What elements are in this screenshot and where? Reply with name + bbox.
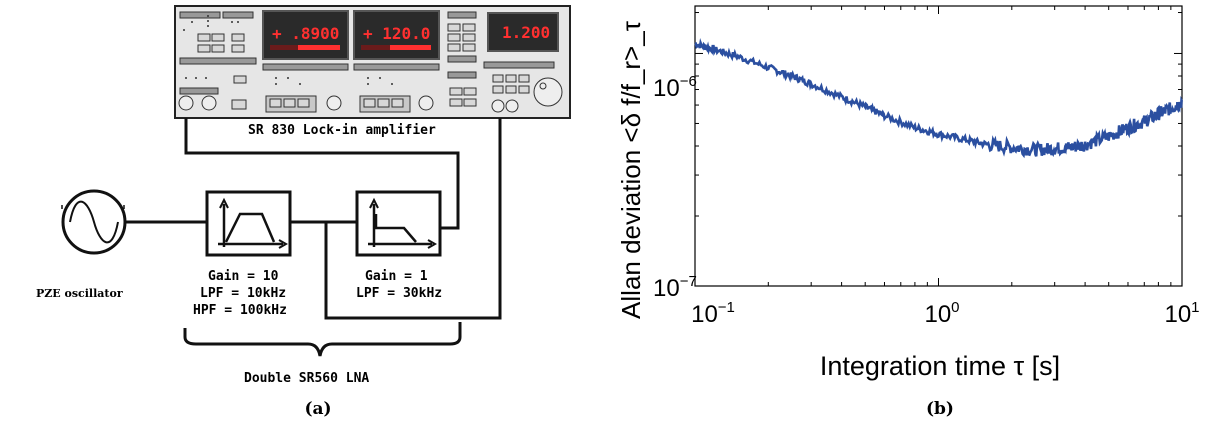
brace [183,322,462,357]
oscillator-label: PZE oscillator [36,287,123,300]
caption-a: (a) [304,399,331,419]
bandpass-amp-icon [205,190,292,257]
oscillator-icon [61,189,127,255]
series-line [694,37,1184,159]
xtick-2: 101 [1164,299,1199,328]
display-3: 1.200 [502,23,550,42]
ytick-1: 10−6 [653,73,697,102]
xtick-1: 100 [924,299,959,328]
amp1-line-2: HPF = 100kHz [193,303,287,318]
x-axis-label: Integration time τ [s] [820,351,1060,381]
caption-b: (b) [926,399,954,419]
brace-label: Double SR560 LNA [244,371,369,386]
display-2: + 120.0 [363,24,430,43]
amp2-line-0: Gain = 1 [365,269,428,284]
instrument-label: SR 830 Lock-in amplifier [248,123,436,138]
amp1-line-1: LPF = 10kHz [200,286,286,301]
xtick-0: 10−1 [691,299,735,328]
plot-frame [694,5,1183,287]
circuit-wires [124,118,502,320]
amp2-line-1: LPF = 30kHz [356,286,442,301]
ytick-0: 10−7 [653,273,697,302]
display-1: + .8900 [272,24,339,43]
amp1-line-0: Gain = 10 [208,269,279,284]
allan-chart [694,5,1184,287]
tick-marks [694,6,1183,287]
lowpass-amp-icon [355,190,442,257]
lockin-amplifier [174,5,571,119]
y-axis-label: Allan deviation <δ f/f_r>_τ [616,20,646,319]
